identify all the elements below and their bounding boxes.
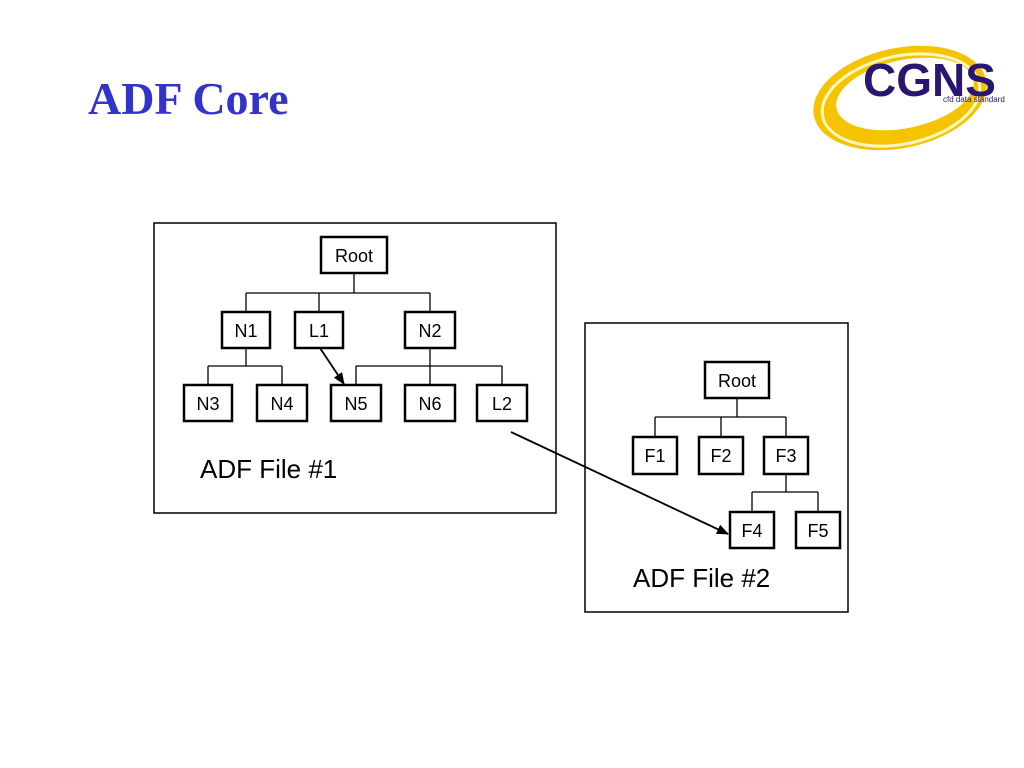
node-n1: N1 [220, 310, 272, 350]
node-n2-label: N2 [418, 321, 441, 341]
node-n1-label: N1 [234, 321, 257, 341]
slide-title: ADF Core [88, 73, 289, 124]
node-n4: N4 [255, 383, 309, 423]
node-n5-label: N5 [344, 394, 367, 414]
node-f2: F2 [697, 435, 745, 476]
node-f3-label: F3 [775, 446, 796, 466]
logo-swoosh-icon [813, 45, 987, 151]
adf-file-1: Root N1 L1 N2 N3 N4 N5 N6 [153, 222, 557, 514]
adf-file-2: Root F1 F2 F3 F4 F5 ADF File #2 [584, 322, 849, 613]
node-n6-label: N6 [418, 394, 441, 414]
link-arrow-l2-f4 [510, 431, 729, 535]
node-l2-label: L2 [492, 394, 512, 414]
node-l1-label: L1 [309, 321, 329, 341]
node-f5-label: F5 [807, 521, 828, 541]
node-n3: N3 [182, 383, 234, 423]
logo-wordmark: CGNS [863, 54, 996, 106]
node-root-1: Root [319, 235, 389, 275]
node-f4: F4 [728, 510, 776, 550]
file-2-connectors [654, 398, 819, 512]
logo-tagline: cfd data standard [943, 95, 1005, 104]
node-l2: L2 [475, 383, 529, 423]
node-n5: N5 [329, 383, 383, 423]
node-f1-label: F1 [644, 446, 665, 466]
node-root-2: Root [703, 360, 771, 400]
node-f1: F1 [631, 435, 679, 476]
link-arrow-l1-n5 [319, 347, 345, 385]
file-1-caption: ADF File #1 [200, 454, 337, 484]
node-f5: F5 [794, 510, 842, 550]
node-f3: F3 [762, 435, 810, 476]
node-f2-label: F2 [710, 446, 731, 466]
node-l1: L1 [293, 310, 345, 350]
file-1-connectors [207, 273, 503, 385]
node-f4-label: F4 [741, 521, 762, 541]
node-n2: N2 [403, 310, 457, 350]
node-n3-label: N3 [196, 394, 219, 414]
node-root-2-label: Root [718, 371, 756, 391]
file-2-caption: ADF File #2 [633, 563, 770, 593]
node-root-1-label: Root [335, 246, 373, 266]
node-n6: N6 [403, 383, 457, 423]
cgns-logo: CGNS cfd data standard [813, 45, 1005, 151]
node-n4-label: N4 [270, 394, 293, 414]
